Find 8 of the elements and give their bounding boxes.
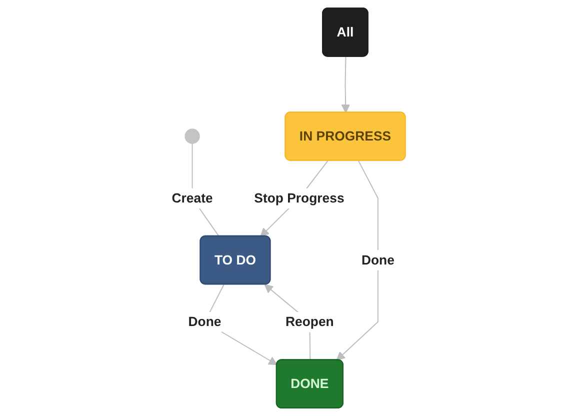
edge-label: Done	[188, 314, 222, 330]
edge-label: Reopen	[285, 314, 334, 330]
edge-label: Stop Progress	[254, 190, 344, 206]
node-circle	[184, 128, 200, 144]
arrow	[341, 56, 350, 114]
arrow	[336, 160, 378, 361]
edge-label: Create	[172, 190, 213, 206]
edge-label: Done	[361, 252, 394, 268]
